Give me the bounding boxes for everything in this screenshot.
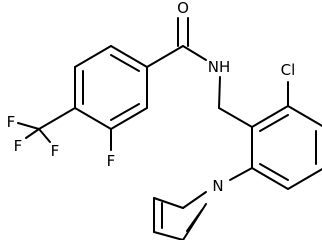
- cf3-fluorine-1-label: F: [7, 113, 16, 131]
- chlorine-label: Cl: [281, 61, 296, 79]
- amide-nitrogen-label: NH: [208, 58, 231, 76]
- cf3-fluorine-3-label: F: [14, 137, 23, 155]
- pyrrole-ring: [153, 167, 253, 240]
- fluorine-ring-label: F: [107, 152, 116, 170]
- cf3-fluorine-2-label: F: [51, 142, 60, 160]
- benzoyl-ring: [74, 45, 148, 130]
- chlorophenyl-ring: [218, 81, 322, 190]
- amide-group: [146, 17, 221, 109]
- pyrrole-nitrogen-label: N: [212, 177, 223, 195]
- trifluoromethyl-group: [17, 107, 76, 143]
- oxygen-label: O: [177, 0, 189, 17]
